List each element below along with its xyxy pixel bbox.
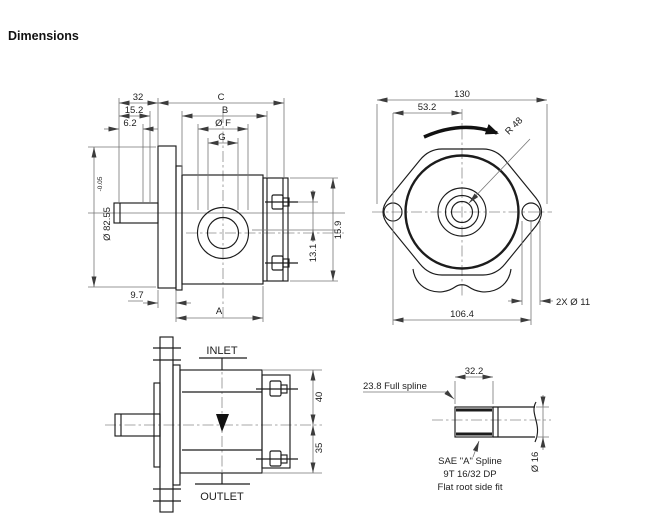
top-view-dimensions: INLET OUTLET 40 35	[200, 345, 325, 503]
flange-outline	[382, 148, 543, 276]
port-boss-inner-circle	[206, 216, 240, 250]
dim-15-9: 15.9	[333, 221, 344, 240]
radius-leader-line	[468, 138, 531, 204]
detail-lines	[119, 178, 298, 281]
inlet-label: INLET	[206, 345, 237, 357]
side-view-centerlines	[88, 112, 345, 320]
front-view-dimensions: 130 53.2 106.4 2X Ø 11 R 48	[376, 89, 590, 325]
break-line	[533, 401, 539, 443]
dim-13-1: 13.1	[308, 244, 319, 263]
dim-23-8-full-spline: 23.8 Full spline	[363, 381, 427, 392]
dim-16: Ø 16	[530, 452, 541, 473]
spline-note-line3: Flat root side fit	[438, 482, 503, 493]
dim-106-4: 106.4	[450, 309, 474, 320]
dim-40: 40	[314, 392, 325, 403]
bottom-bolt-tip	[280, 454, 288, 464]
side-view-dimensions: 32 C 15.2 B 6.2 Ø F G Ø 82.55 -0.05 15.9…	[88, 92, 344, 322]
dim-53-2: 53.2	[418, 102, 437, 113]
port-boss-outer-circle	[196, 206, 250, 260]
shaft-core-circle	[450, 200, 474, 224]
dim-82-55: Ø 82.55	[102, 207, 113, 241]
spline-note-line1: SAE "A" Spline	[438, 456, 502, 467]
shaft-bore-circle	[437, 187, 487, 237]
spline-note-line2: 9T 16/32 DP	[443, 469, 496, 480]
spline-ring	[444, 194, 480, 230]
shaft-body-lines	[492, 406, 535, 438]
dim-32: 32	[133, 92, 144, 103]
side-view: 32 C 15.2 B 6.2 Ø F G Ø 82.55 -0.05 15.9…	[88, 92, 345, 322]
full-spline-leader	[444, 390, 455, 400]
dim-C: C	[218, 92, 225, 103]
outlet-label: OUTLET	[200, 491, 244, 503]
extension-lines	[88, 98, 340, 322]
top-bolt-tip	[280, 384, 288, 394]
detail-lines	[120, 347, 298, 502]
port-centerlines	[186, 112, 344, 320]
mounting-flange	[159, 336, 174, 513]
shaft-outline	[454, 401, 539, 443]
side-view-outline	[113, 145, 298, 291]
dim-B: B	[222, 105, 228, 116]
front-view: 130 53.2 106.4 2X Ø 11 R 48	[372, 89, 590, 325]
dim-6-2: 6.2	[123, 118, 136, 129]
body-lobes	[412, 268, 512, 293]
spline-note-leader	[472, 440, 480, 458]
shaft-dimensions: 32.2 23.8 Full spline Ø 16 SAE "A" Splin…	[363, 366, 549, 493]
dim-82-55-tolerance: -0.05	[97, 176, 104, 191]
pump-body	[181, 174, 264, 285]
top-view-outline	[114, 336, 298, 513]
dim-35: 35	[314, 443, 325, 454]
dim-A: A	[216, 306, 223, 317]
dim-32-2: 32.2	[465, 366, 484, 377]
dim-G: G	[218, 132, 225, 143]
extension-lines	[376, 104, 548, 325]
pilot-circle	[404, 154, 520, 270]
dim-R48: R 48	[503, 115, 525, 137]
spline-teeth-bands	[456, 408, 492, 436]
top-view: INLET OUTLET 40 35	[105, 336, 325, 513]
flange-hub	[153, 382, 161, 468]
dim-15-2: 15.2	[125, 105, 144, 116]
bottom-bolt-tip	[282, 258, 290, 268]
rear-cover	[261, 374, 291, 469]
pilot-step	[175, 165, 183, 291]
front-view-outline	[382, 124, 543, 293]
rear-cover	[262, 177, 289, 282]
dim-130: 130	[454, 89, 470, 100]
shaft-detail-view: 32.2 23.8 Full spline Ø 16 SAE "A" Splin…	[363, 366, 551, 493]
flow-direction-arrow	[216, 414, 229, 432]
page-title: Dimensions	[8, 29, 79, 43]
dim-2x-11: 2X Ø 11	[556, 297, 590, 308]
dim-9-7: 9.7	[130, 290, 143, 301]
dim-F: Ø F	[215, 118, 231, 129]
top-bolt-tip	[282, 197, 290, 207]
mounting-flange	[157, 145, 177, 289]
rotation-arrow	[423, 124, 499, 139]
